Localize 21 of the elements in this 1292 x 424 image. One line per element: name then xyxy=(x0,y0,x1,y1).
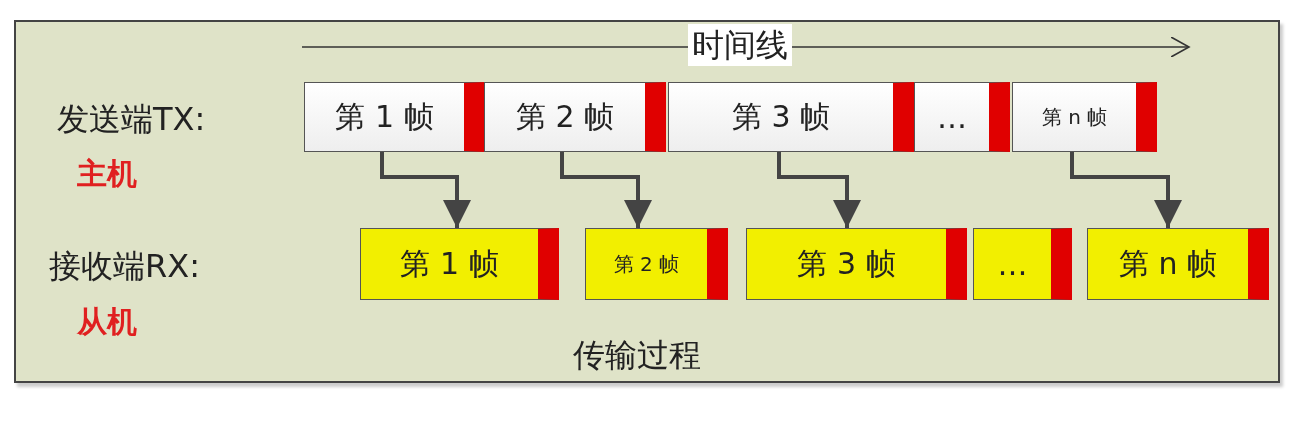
timeline-label: 时间线 xyxy=(688,24,792,66)
arrow xyxy=(777,152,861,228)
frame-box: … xyxy=(914,82,1010,152)
frame-box: 第 2 帧 xyxy=(585,228,728,300)
panel xyxy=(14,20,1280,383)
row-label: 接收端RX: xyxy=(49,246,200,287)
arrow xyxy=(1070,152,1182,228)
frame-box: … xyxy=(973,228,1072,300)
frame-box: 第 3 帧 xyxy=(668,82,914,152)
row-label: 发送端TX: xyxy=(57,99,206,140)
role-label: 从机 xyxy=(77,303,137,341)
frame-box: 第 1 帧 xyxy=(360,228,559,300)
role-label: 主机 xyxy=(77,155,137,193)
panel-caption: 传输过程 xyxy=(573,335,701,376)
frame-box: 第 2 帧 xyxy=(484,82,666,152)
arrow xyxy=(380,152,471,228)
frame-box: 第 3 帧 xyxy=(746,228,967,300)
frame-box: 第 n 帧 xyxy=(1087,228,1269,300)
frame-box: 第 n 帧 xyxy=(1012,82,1157,152)
frame-box: 第 1 帧 xyxy=(304,82,485,152)
arrow xyxy=(560,152,652,228)
